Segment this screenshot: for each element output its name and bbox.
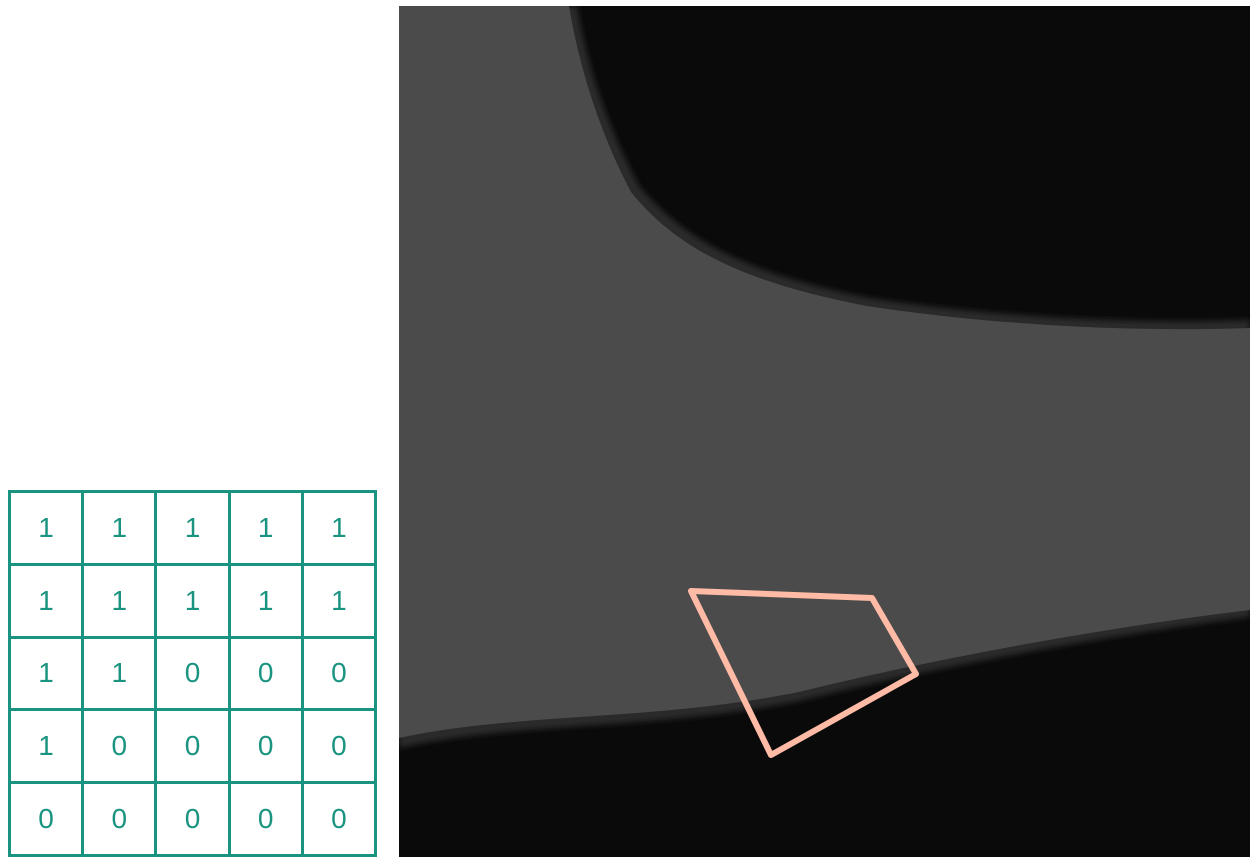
matrix-cell: 1 xyxy=(84,638,158,712)
matrix-cell: 0 xyxy=(303,711,377,785)
matrix-cell: 0 xyxy=(230,711,304,785)
matrix-cell: 1 xyxy=(230,493,304,566)
matrix-cell: 0 xyxy=(303,784,377,857)
matrix-cell: 0 xyxy=(230,784,304,857)
matrix-cell: 1 xyxy=(11,638,85,712)
matrix-cell: 0 xyxy=(230,638,304,712)
matrix-cell: 0 xyxy=(84,784,158,857)
matrix-cell: 1 xyxy=(84,565,158,639)
matrix-cell: 0 xyxy=(11,784,85,857)
matrix-cell: 1 xyxy=(303,493,377,566)
matrix-cell: 1 xyxy=(230,565,304,639)
matrix-cell: 0 xyxy=(84,711,158,785)
quadrilateral-outline xyxy=(688,588,919,758)
matrix-cell: 1 xyxy=(11,493,85,566)
matrix-cell: 1 xyxy=(157,565,231,639)
grayscale-image-view xyxy=(399,6,1250,857)
image-canvas xyxy=(399,6,1250,857)
matrix-cell: 0 xyxy=(303,638,377,712)
matrix-cell: 1 xyxy=(11,565,85,639)
matrix-cell: 0 xyxy=(157,711,231,785)
matrix-cell: 1 xyxy=(157,493,231,566)
matrix-cell: 1 xyxy=(303,565,377,639)
matrix-cell: 1 xyxy=(11,711,85,785)
matrix-cell: 0 xyxy=(157,784,231,857)
matrix-cell: 1 xyxy=(84,493,158,566)
gray-region xyxy=(399,6,1250,738)
matrix-cell: 0 xyxy=(157,638,231,712)
